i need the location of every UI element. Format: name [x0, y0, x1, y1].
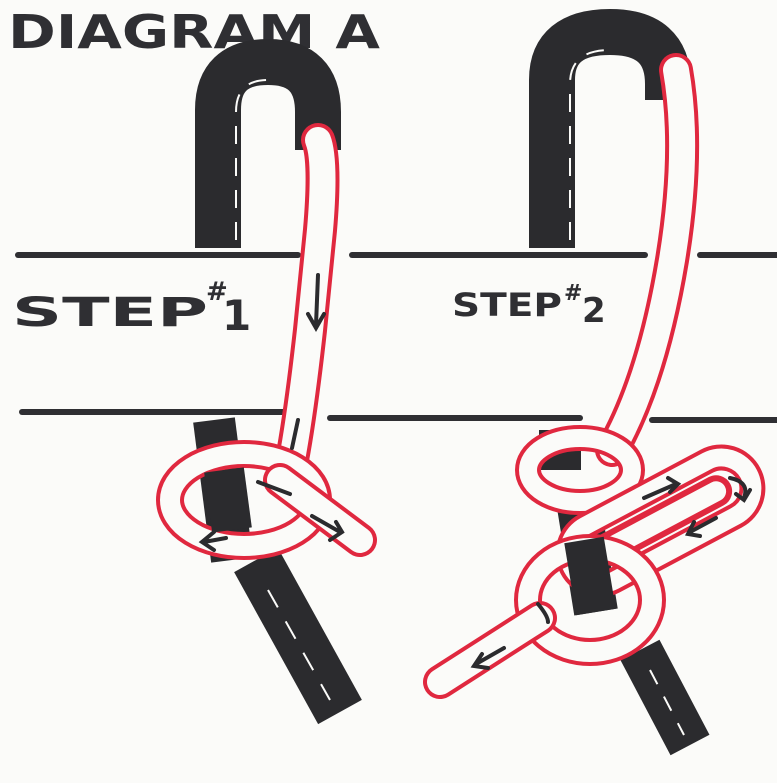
diagram-title: DIAGRAM A [8, 5, 380, 59]
step-2-number: 2 [582, 291, 606, 331]
step-2-superscript: # [564, 281, 582, 306]
step-1-black-rope-tail [256, 560, 340, 712]
step-2-knot [440, 32, 763, 745]
step-1-number: 1 [222, 291, 251, 340]
step-label-1: STEP # 1 [12, 277, 251, 340]
step-1-knot [170, 62, 360, 712]
step-label-2: STEP # 2 [452, 281, 606, 331]
step-2-text: STEP [452, 286, 562, 324]
step-1-text: STEP [12, 290, 208, 336]
step-1-black-rope-loop [218, 62, 318, 248]
